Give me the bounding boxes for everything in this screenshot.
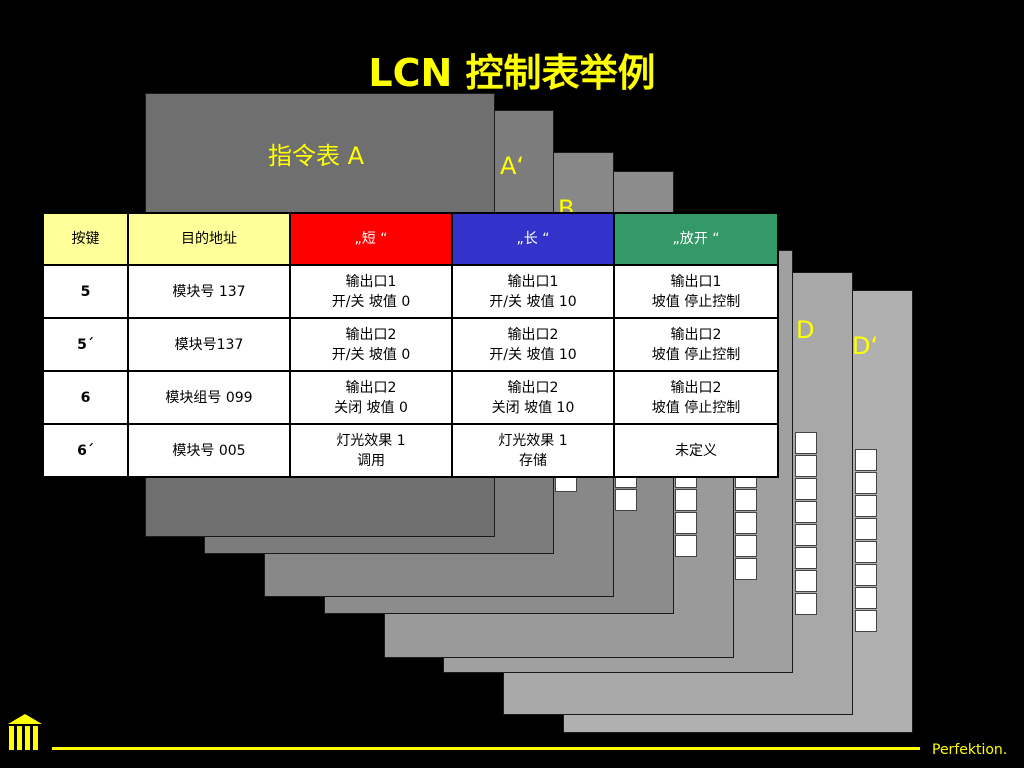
grid-cell xyxy=(735,558,757,580)
cell-address: 模块号 005 xyxy=(127,423,291,478)
sheet-a-prime-label: A‘ xyxy=(500,152,525,180)
cell-release: 输出口2 坡值 停止控制 xyxy=(613,370,779,425)
sheet-d-prime-grid xyxy=(855,449,877,633)
grid-cell xyxy=(795,524,817,546)
cell-line: 输出口2 xyxy=(670,379,722,396)
cell-line: 调用 xyxy=(357,452,385,469)
cell-line: 开/关 坡值 0 xyxy=(331,346,411,363)
cell-address: 模块号137 xyxy=(127,317,291,372)
cell-long: 输出口2 开/关 坡值 10 xyxy=(451,317,615,372)
header-long: „长 “ xyxy=(451,212,615,266)
grid-cell xyxy=(795,432,817,454)
brand-tagline: Perfektion. xyxy=(932,742,1008,758)
cell-line: 输出口2 xyxy=(507,326,559,343)
header-release: „放开 “ xyxy=(613,212,779,266)
cell-line: 输出口1 xyxy=(345,273,397,290)
grid-cell xyxy=(675,512,697,534)
grid-cell xyxy=(675,535,697,557)
grid-cell xyxy=(615,489,637,511)
grid-cell xyxy=(855,518,877,540)
cell-line: 关闭 坡值 0 xyxy=(334,399,408,416)
grid-cell xyxy=(675,489,697,511)
cell-line: 关闭 坡值 10 xyxy=(491,399,575,416)
table-header-row: 按键 目的地址 „短 “ „长 “ „放开 “ xyxy=(42,212,779,266)
table-row: 6 模块组号 099 输出口2 关闭 坡值 0 输出口2 关闭 坡值 10 输出口2… xyxy=(42,370,779,425)
grid-cell xyxy=(795,478,817,500)
cell-release: 输出口1 坡值 停止控制 xyxy=(613,264,779,319)
cell-short: 输出口2 开/关 坡值 0 xyxy=(289,317,453,372)
page-title: LCN 控制表举例 xyxy=(368,51,656,95)
cell-line: 输出口2 xyxy=(345,379,397,396)
table-row: 5´ 模块号137 输出口2 开/关 坡值 0 输出口2 开/关 坡值 10 输出口… xyxy=(42,317,779,372)
cell-line: 开/关 坡值 0 xyxy=(331,293,411,310)
cell-short: 灯光效果 1 调用 xyxy=(289,423,453,478)
cell-release: 输出口2 坡值 停止控制 xyxy=(613,317,779,372)
grid-cell xyxy=(795,501,817,523)
sheet-a-label: 指令表 A xyxy=(268,142,365,170)
cell-key: 5 xyxy=(42,264,129,319)
grid-cell xyxy=(795,547,817,569)
cell-release: 未定义 xyxy=(613,423,779,478)
grid-cell xyxy=(795,593,817,615)
cell-line: 输出口2 xyxy=(507,379,559,396)
header-address: 目的地址 xyxy=(127,212,291,266)
cell-short: 输出口1 开/关 坡值 0 xyxy=(289,264,453,319)
cell-address: 模块组号 099 xyxy=(127,370,291,425)
cell-address-text: 模块号137 xyxy=(174,336,244,353)
cell-long: 输出口1 开/关 坡值 10 xyxy=(451,264,615,319)
cell-line: 输出口1 xyxy=(507,273,559,290)
building-logo-icon xyxy=(8,714,42,750)
cell-line: 未定义 xyxy=(675,442,717,459)
cell-line: 坡值 停止控制 xyxy=(651,399,741,416)
grid-cell xyxy=(795,455,817,477)
cell-line: 坡值 停止控制 xyxy=(651,293,741,310)
cell-address-text: 模块号 137 xyxy=(172,283,246,300)
cell-address: 模块号 137 xyxy=(127,264,291,319)
header-key: 按键 xyxy=(42,212,129,266)
cell-address-text: 模块号 005 xyxy=(172,442,246,459)
grid-cell xyxy=(735,512,757,534)
cell-short: 输出口2 关闭 坡值 0 xyxy=(289,370,453,425)
sheet-d-grid xyxy=(795,432,817,616)
grid-cell xyxy=(855,564,877,586)
cell-long: 灯光效果 1 存储 xyxy=(451,423,615,478)
sheet-d-label: D xyxy=(796,316,815,344)
cell-line: 开/关 坡值 10 xyxy=(489,346,577,363)
cell-line: 灯光效果 1 xyxy=(336,432,406,449)
table-row: 5 模块号 137 输出口1 开/关 坡值 0 输出口1 开/关 坡值 10 输出口… xyxy=(42,264,779,319)
command-table: 按键 目的地址 „短 “ „长 “ „放开 “ 5 模块号 137 输出口1 开/… xyxy=(42,212,779,478)
cell-key: 5´ xyxy=(42,317,129,372)
cell-line: 开/关 坡值 10 xyxy=(489,293,577,310)
cell-line: 灯光效果 1 xyxy=(498,432,568,449)
sheet-c-grid xyxy=(675,466,697,558)
cell-key: 6 xyxy=(42,370,129,425)
cell-line: 坡值 停止控制 xyxy=(651,346,741,363)
sheet-d-prime-label: D‘ xyxy=(852,332,879,360)
grid-cell xyxy=(855,495,877,517)
grid-cell xyxy=(855,587,877,609)
header-short: „短 “ xyxy=(289,212,453,266)
cell-address-text: 模块组号 099 xyxy=(165,389,253,406)
grid-cell xyxy=(855,472,877,494)
cell-long: 输出口2 关闭 坡值 10 xyxy=(451,370,615,425)
footer-divider xyxy=(52,747,920,750)
cell-line: 存储 xyxy=(519,452,547,469)
table-row: 6´ 模块号 005 灯光效果 1 调用 灯光效果 1 存储 未定义 xyxy=(42,423,779,478)
cell-line: 输出口2 xyxy=(345,326,397,343)
grid-cell xyxy=(735,535,757,557)
sheet-c-prime-grid xyxy=(735,466,757,581)
grid-cell xyxy=(855,541,877,563)
grid-cell xyxy=(855,610,877,632)
cell-line: 输出口2 xyxy=(670,326,722,343)
cell-line: 输出口1 xyxy=(670,273,722,290)
grid-cell xyxy=(795,570,817,592)
cell-key: 6´ xyxy=(42,423,129,478)
grid-cell xyxy=(735,489,757,511)
grid-cell xyxy=(855,449,877,471)
